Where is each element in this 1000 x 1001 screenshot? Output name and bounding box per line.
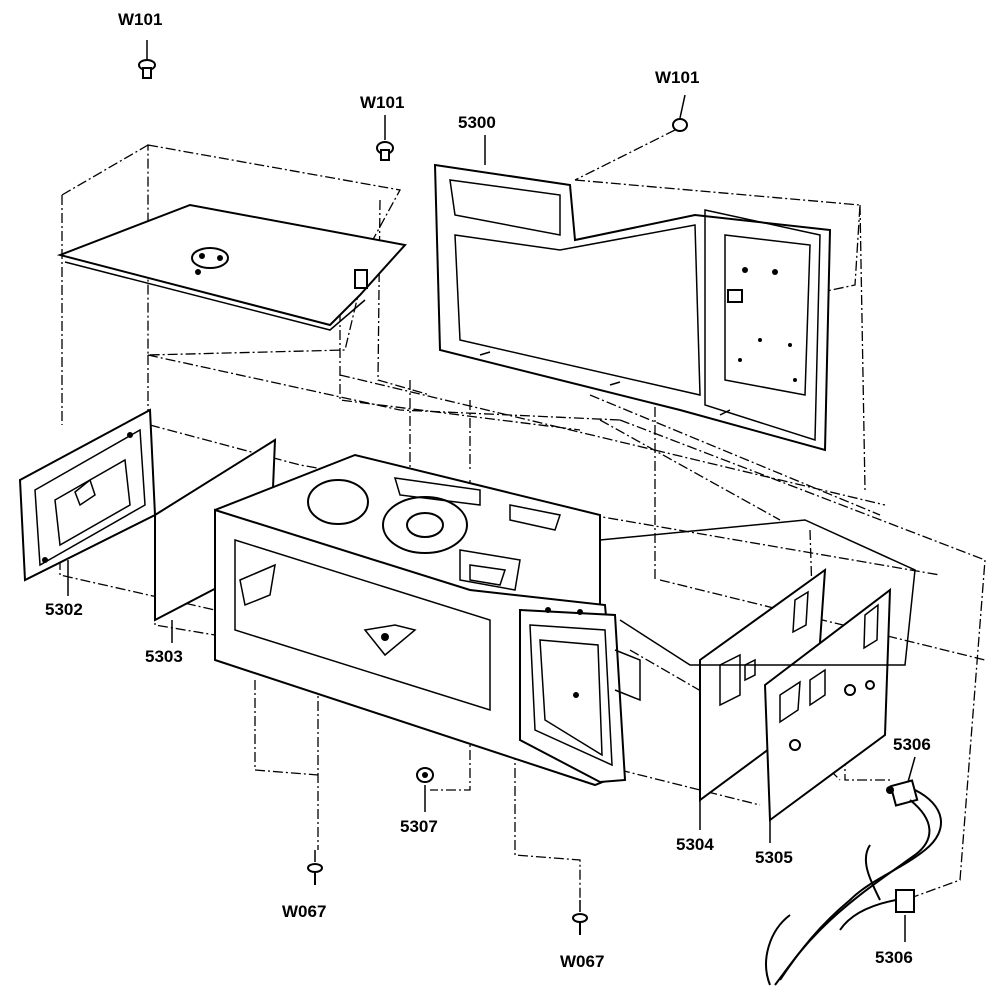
side-panel-5302 bbox=[18, 408, 157, 582]
callout-labels: W101 W101 W101 5300 5302 5303 5304 5305 … bbox=[45, 10, 931, 971]
nut-5307-icon bbox=[416, 767, 434, 783]
callout-w101-right: W101 bbox=[655, 68, 699, 87]
back-panel-5300 bbox=[433, 163, 832, 452]
callout-w101-top-left: W101 bbox=[118, 10, 162, 29]
callout-w067-left: W067 bbox=[282, 902, 326, 921]
callout-w067-right: W067 bbox=[560, 952, 604, 971]
main-chassis bbox=[214, 453, 622, 787]
callout-5307: 5307 bbox=[400, 817, 438, 836]
screw-w101-top-left-icon bbox=[138, 40, 156, 79]
callout-leaders bbox=[67, 135, 916, 942]
callout-5302: 5302 bbox=[45, 600, 83, 619]
screw-w067-left-icon bbox=[307, 850, 323, 885]
callout-w101-center: W101 bbox=[360, 93, 404, 112]
screw-w101-right-icon bbox=[672, 94, 688, 132]
callout-5300: 5300 bbox=[458, 113, 496, 132]
callout-5303: 5303 bbox=[145, 647, 183, 666]
callout-5306-lower: 5306 bbox=[875, 948, 913, 967]
screw-w067-right-icon bbox=[572, 900, 588, 935]
side-panel-5305 bbox=[763, 587, 892, 822]
screw-w101-center-icon bbox=[376, 115, 394, 161]
base-plate bbox=[599, 519, 916, 666]
callout-5306-upper: 5306 bbox=[893, 735, 931, 754]
callout-5304: 5304 bbox=[676, 835, 714, 854]
top-cover-panel bbox=[56, 203, 407, 331]
callout-5305: 5305 bbox=[755, 848, 793, 867]
power-cord-5306 bbox=[765, 779, 942, 986]
front-frame-bracket bbox=[519, 607, 641, 784]
